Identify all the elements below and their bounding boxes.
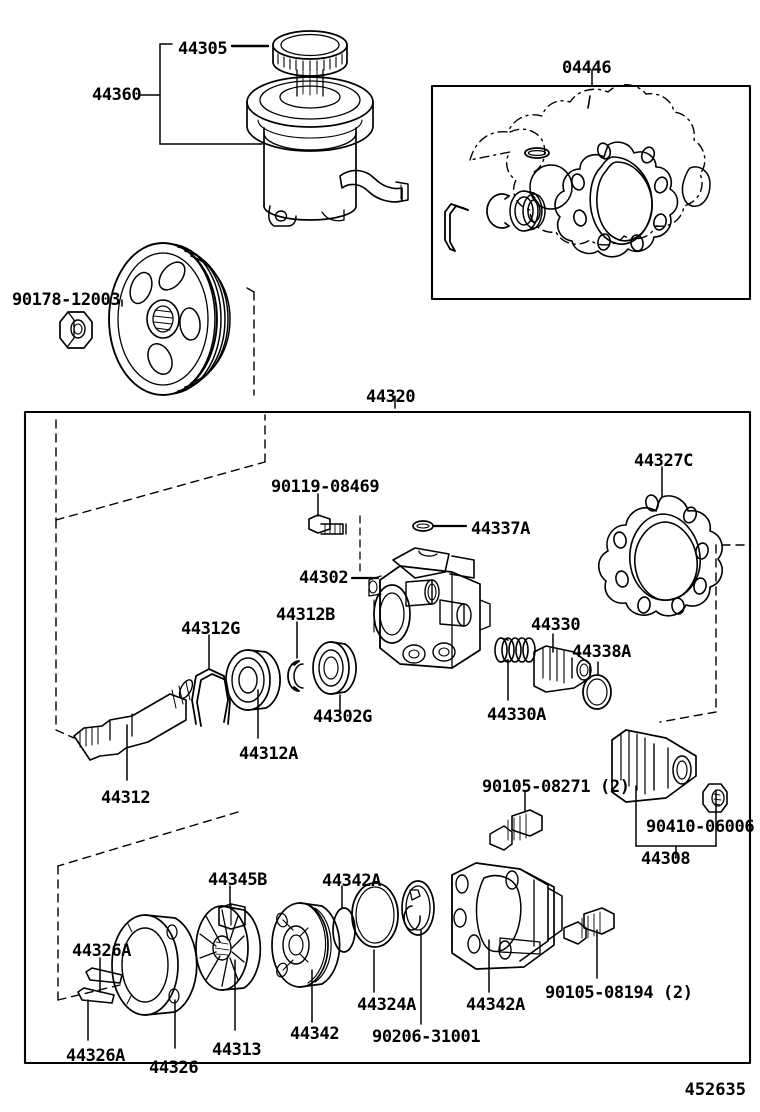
part-label-44312A: 44312A	[239, 744, 299, 764]
shaft-snap-ring-drawing	[287, 621, 304, 692]
part-label-90206-31001: 90206-31001	[372, 1027, 481, 1047]
part-label-90178-12003: 90178-12003	[12, 290, 121, 310]
part-label-44302: 44302	[299, 568, 349, 588]
part-label-90410-06006: 90410-06006	[646, 817, 755, 837]
part-label-44342A-bottom: 44342A	[466, 995, 526, 1015]
union-plug-drawing	[702, 783, 728, 813]
part-label-44326: 44326	[149, 1058, 199, 1078]
front-housing-gasket-drawing	[597, 466, 723, 617]
o-ring-44324a-drawing	[351, 882, 399, 993]
part-label-44302G: 44302G	[313, 707, 373, 727]
gasket-kit-box-drawing	[430, 69, 752, 301]
part-label-44320: 44320	[366, 387, 416, 407]
pump-assembly-box	[23, 395, 752, 1065]
housing-bolt-long-drawing	[489, 791, 543, 851]
valve-spring-drawing	[494, 637, 536, 701]
part-label-44360: 44360	[92, 85, 142, 105]
o-ring-44337a-drawing	[412, 520, 468, 532]
side-plate-drawing	[271, 902, 341, 1023]
part-label-44337A: 44337A	[471, 519, 531, 539]
part-label-90119-08469: 90119-08469	[271, 477, 380, 497]
part-label-44330A: 44330A	[487, 705, 547, 725]
housing-oil-seal-drawing	[312, 641, 357, 713]
pressure-relief-valve-drawing	[611, 729, 717, 859]
part-label-90105-08194: 90105-08194 (2)	[545, 983, 693, 1003]
part-label-44324A: 44324A	[357, 995, 417, 1015]
part-label-44342: 44342	[290, 1024, 340, 1044]
pump-housing-drawing	[350, 547, 491, 669]
o-ring-44338a-drawing	[582, 661, 612, 710]
cam-ring-drawing	[111, 914, 198, 1049]
dowel-pin-drawing	[77, 957, 123, 1041]
housing-bolt-short-drawing	[563, 907, 615, 979]
part-label-44312B: 44312B	[276, 605, 336, 625]
part-label-44312G: 44312G	[181, 619, 241, 639]
rear-housing-drawing	[451, 862, 563, 993]
shaft-clip-drawing	[191, 634, 231, 727]
part-label-44313: 44313	[212, 1040, 262, 1060]
part-label-44326A-top: 44326A	[72, 941, 132, 961]
drive-shaft-drawing	[73, 679, 194, 781]
pulley-drawing	[59, 242, 255, 396]
part-label-44305: 44305	[178, 39, 228, 59]
part-label-44345B: 44345B	[208, 870, 268, 890]
part-label-44327C: 44327C	[634, 451, 694, 471]
part-label-44308: 44308	[641, 849, 691, 869]
part-label-44342A-top: 44342A	[322, 871, 382, 891]
part-label-44338A: 44338A	[572, 642, 632, 662]
washer-plate-drawing	[401, 880, 435, 1025]
shaft-bearing-drawing	[225, 649, 281, 739]
key-drawing	[218, 885, 246, 930]
reservoir-assembly-drawing	[139, 30, 409, 227]
part-label-44312: 44312	[101, 788, 151, 808]
diagram-reference-number: 452635	[684, 1080, 746, 1100]
part-label-04446: 04446	[562, 58, 612, 78]
stud-bolt-drawing	[308, 493, 361, 577]
part-label-44330: 44330	[531, 615, 581, 635]
rotor-drawing	[195, 905, 262, 1031]
part-label-90105-08271: 90105-08271 (2)	[482, 777, 630, 797]
part-label-44326A-bottom: 44326A	[66, 1046, 126, 1066]
